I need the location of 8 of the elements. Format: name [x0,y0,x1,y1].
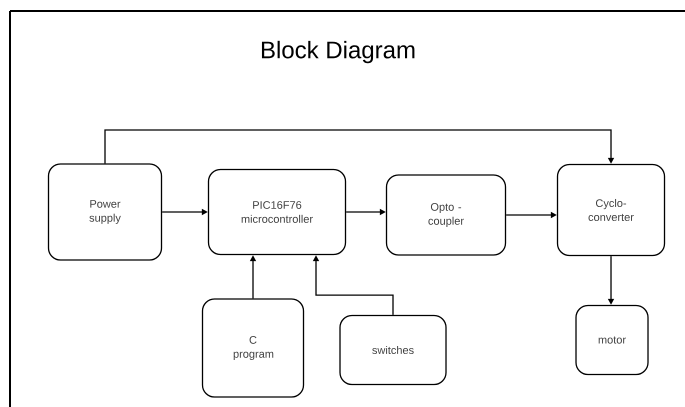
block-box: Opto - coupler [386,174,506,256]
block-box: Power supply [48,163,162,261]
block-box: Cyclo-converter [556,164,666,256]
block-box: C program [202,298,304,398]
block-box: PIC16F76 microcontroller [208,168,346,256]
block-box: switches [339,314,447,386]
block-box: motor [575,304,649,376]
title: Block Diagram [262,40,414,64]
